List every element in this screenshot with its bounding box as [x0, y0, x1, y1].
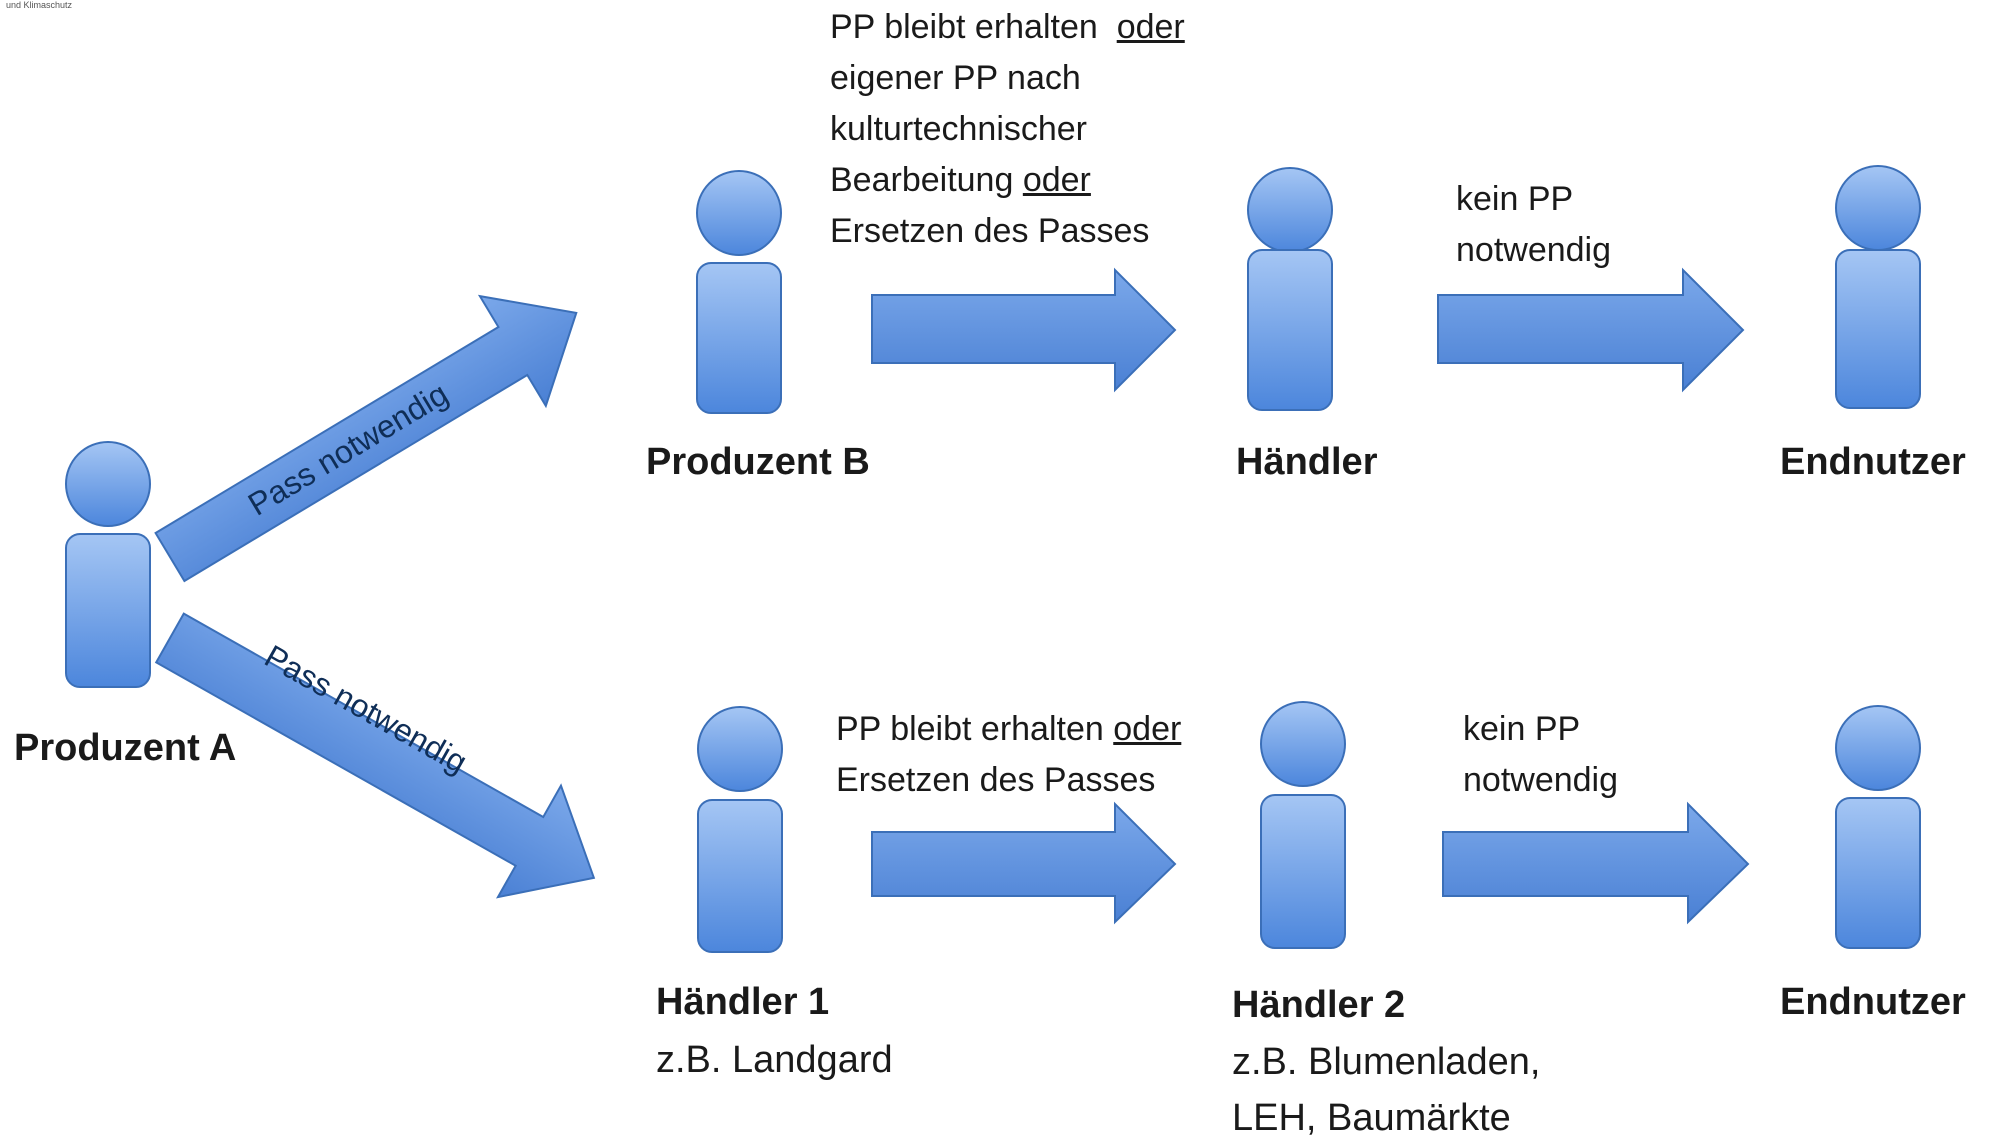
person-icon-haendler-2 [1260, 701, 1346, 949]
person-icon-produzent-a [65, 441, 151, 688]
note-top-right-line1: kein PP [1456, 180, 1574, 218]
person-icon-haendler-1 [697, 706, 783, 953]
note-bottom-left: PP bleibt erhalten oder Ersetzen des Pas… [836, 704, 1181, 806]
note-bottom-right: kein PP notwendig [1463, 704, 1618, 806]
note-top-left-line2: eigener PP nach [830, 59, 1081, 97]
actor-label-haendler-1: Händler 1 [656, 981, 830, 1023]
actor-example-haendler-2-line1: z.B. Blumenladen, [1232, 1041, 1541, 1083]
arrow-produzent-a-to-haendler-1 [154, 612, 596, 899]
note-top-left-line5: Ersetzen des Passes [830, 212, 1150, 250]
note-top-left-line3: kulturtechnischer [830, 110, 1088, 148]
actor-example-haendler-1: z.B. Landgard [656, 1039, 893, 1081]
person-icon-haendler-top [1247, 167, 1333, 411]
note-bottom-right-line2: notwendig [1463, 761, 1619, 799]
note-top-left-line1: PP bleibt erhalten oder [830, 8, 1185, 46]
actor-label-produzent-b: Produzent B [646, 441, 870, 483]
note-top-left: PP bleibt erhalten oder eigener PP nach … [830, 2, 1185, 257]
arrow-haendler-2-to-endnutzer-bottom [1442, 801, 1750, 925]
note-bottom-left-line2: Ersetzen des Passes [836, 761, 1156, 799]
arrow-haendler-1-to-haendler-2 [871, 801, 1177, 925]
arrow-produzent-b-to-haendler [871, 267, 1177, 393]
note-top-left-line4: Bearbeitung oder [830, 161, 1091, 199]
actor-label-endnutzer-top: Endnutzer [1780, 441, 1966, 483]
actor-label-endnutzer-bottom: Endnutzer [1780, 981, 1966, 1023]
arrow-produzent-a-to-produzent-b [154, 294, 578, 583]
arrow-haendler-to-endnutzer-top [1437, 267, 1745, 393]
actor-label-produzent-a: Produzent A [14, 727, 237, 769]
corner-logo-text: und Klimaschutz [6, 0, 73, 10]
actor-example-haendler-2-line2: LEH, Baumärkte [1232, 1097, 1511, 1139]
actor-label-haendler-2: Händler 2 [1232, 984, 1406, 1026]
note-top-right-line2: notwendig [1456, 231, 1612, 269]
actor-label-haendler-top: Händler [1236, 441, 1378, 483]
person-icon-endnutzer-top [1835, 165, 1921, 409]
note-top-right: kein PP notwendig [1456, 174, 1611, 276]
person-icon-produzent-b [696, 170, 782, 414]
note-bottom-left-line1: PP bleibt erhalten oder [836, 710, 1182, 748]
note-bottom-right-line1: kein PP [1463, 710, 1581, 748]
person-icon-endnutzer-bottom [1835, 705, 1921, 949]
